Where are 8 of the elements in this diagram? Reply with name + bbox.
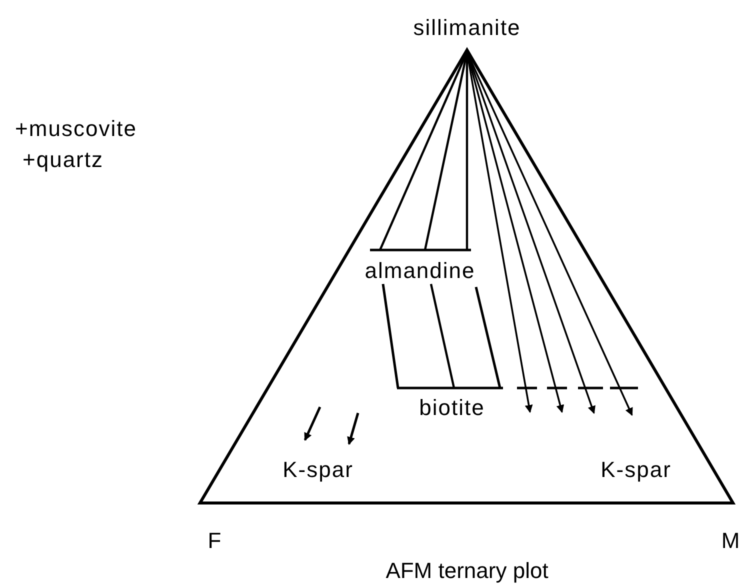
side-note: +quartz: [22, 149, 104, 171]
caption: AFM ternary plot: [386, 560, 548, 582]
mineral-label: K-spar: [282, 459, 354, 481]
side-note: +muscovite: [15, 118, 137, 140]
corner-label: F: [208, 530, 222, 552]
mineral-label: K-spar: [600, 459, 672, 481]
corner-label: M: [721, 530, 741, 552]
apex-label: sillimanite: [413, 17, 521, 39]
